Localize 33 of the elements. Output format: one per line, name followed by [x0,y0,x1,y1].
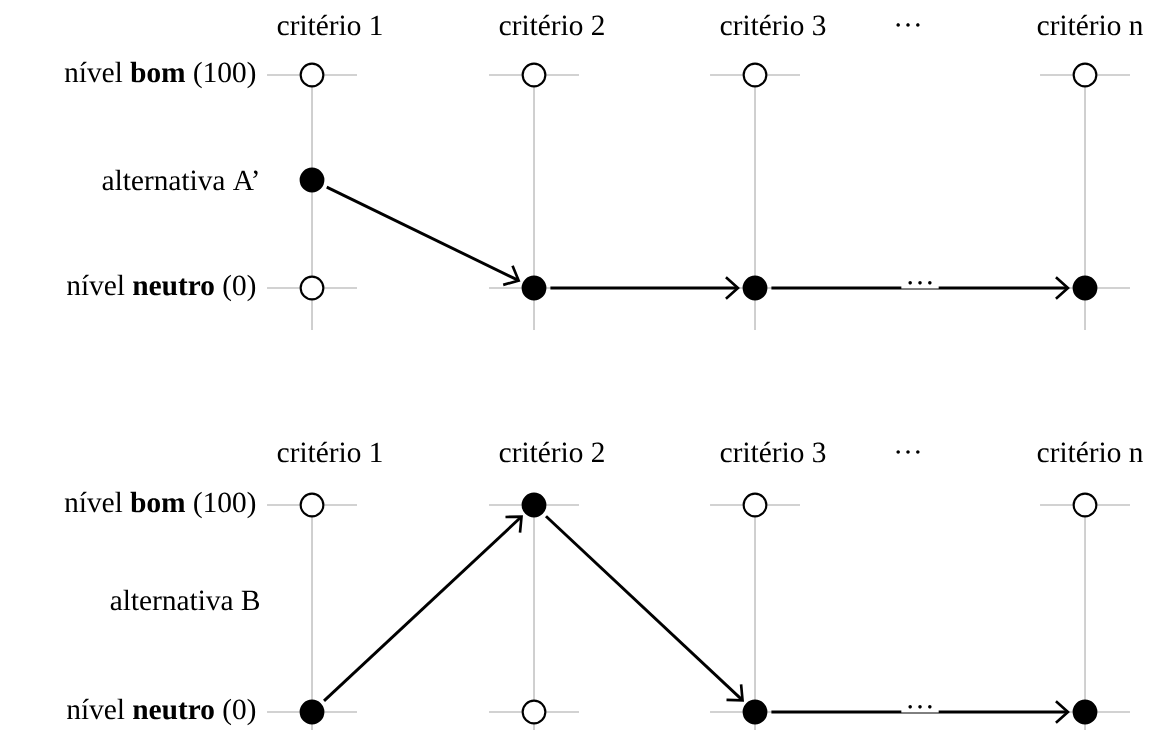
level-label: nível bom (100) [64,491,256,519]
filled-dot [1072,275,1098,301]
filled-dot [299,167,325,193]
level-label: nível neutro (0) [67,274,256,302]
ellipsis: … [896,450,920,454]
circle-marker [742,62,768,88]
arrow [771,700,1070,724]
filled-dot [742,699,768,725]
circle-marker [521,699,547,725]
circle-marker [299,492,325,518]
alternative-label: alternativa B [110,589,259,611]
alternative-label: alternativa A’ [102,169,258,191]
circle-marker [1072,62,1098,88]
level-label: nível bom (100) [64,61,256,89]
edge-label: … [901,276,939,289]
ellipsis: … [896,23,920,27]
circle-marker [299,62,325,88]
circle-marker [1072,492,1098,518]
filled-dot [299,699,325,725]
arrow [323,515,523,702]
circle-marker [521,62,547,88]
level-label: nível neutro (0) [67,698,256,726]
filled-dot [742,275,768,301]
edge-label: … [901,700,939,713]
arrow [544,515,744,702]
arrow [550,276,740,300]
arrow [771,276,1070,300]
circle-marker [299,275,325,301]
circle-marker [742,492,768,518]
arrow [326,185,521,287]
filled-dot [521,275,547,301]
filled-dot [521,492,547,518]
filled-dot [1072,699,1098,725]
